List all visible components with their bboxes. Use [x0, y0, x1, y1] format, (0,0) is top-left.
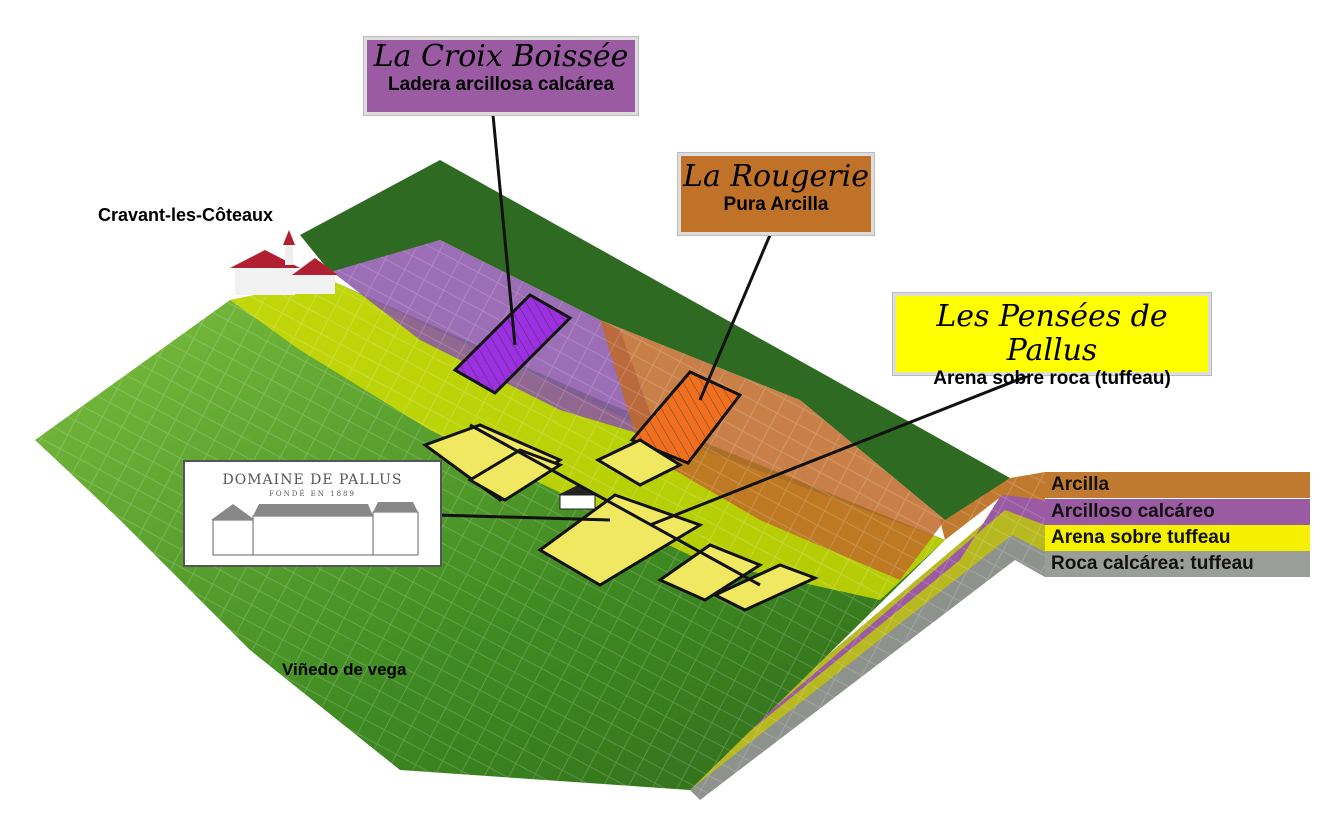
domaine-de-pallus-logo: DOMAINE DE PALLUS FONDÉ EN 1889 — [183, 460, 442, 567]
label-title: La Rougerie — [683, 159, 869, 194]
forest-ridge — [300, 160, 1010, 520]
village-icon — [230, 230, 338, 295]
logo-founded: FONDÉ EN 1889 — [269, 490, 356, 498]
domaine-house-icon — [558, 485, 597, 510]
label-la-rougerie: La Rougerie Pura Arcilla — [678, 153, 874, 235]
legend-arcilla: Arcilla — [1045, 472, 1310, 498]
label-subtitle: Arena sobre roca (tuffeau) — [933, 368, 1171, 389]
parcels-les-pensees-de-pallus[interactable] — [421, 423, 819, 612]
label-subtitle: Ladera arcillosa calcárea — [387, 74, 615, 95]
legend-arena-sobre-tuffeau: Arena sobre tuffeau — [1045, 525, 1310, 551]
place-vega: Viñedo de vega — [282, 660, 407, 679]
label-la-croix-boissee: La Croix Boissée Ladera arcillosa calcár… — [364, 37, 638, 115]
logo-name: DOMAINE DE PALLUS — [222, 472, 403, 488]
chateau-drawing — [210, 502, 418, 556]
label-les-pensees-de-pallus: Les Pensées de Pallus Arena sobre roca (… — [893, 293, 1211, 389]
label-subtitle: Pura Arcilla — [723, 194, 829, 215]
place-cravant: Cravant-les-Côteaux — [98, 205, 274, 225]
legend-arcilloso-calcareo: Arcilloso calcáreo — [1045, 499, 1310, 525]
legend-roca-calcarea: Roca calcárea: tuffeau — [1045, 551, 1310, 577]
label-title: La Croix Boissée — [373, 39, 629, 74]
label-title: Les Pensées de Pallus — [936, 299, 1168, 368]
leader-lines — [436, 114, 1031, 587]
